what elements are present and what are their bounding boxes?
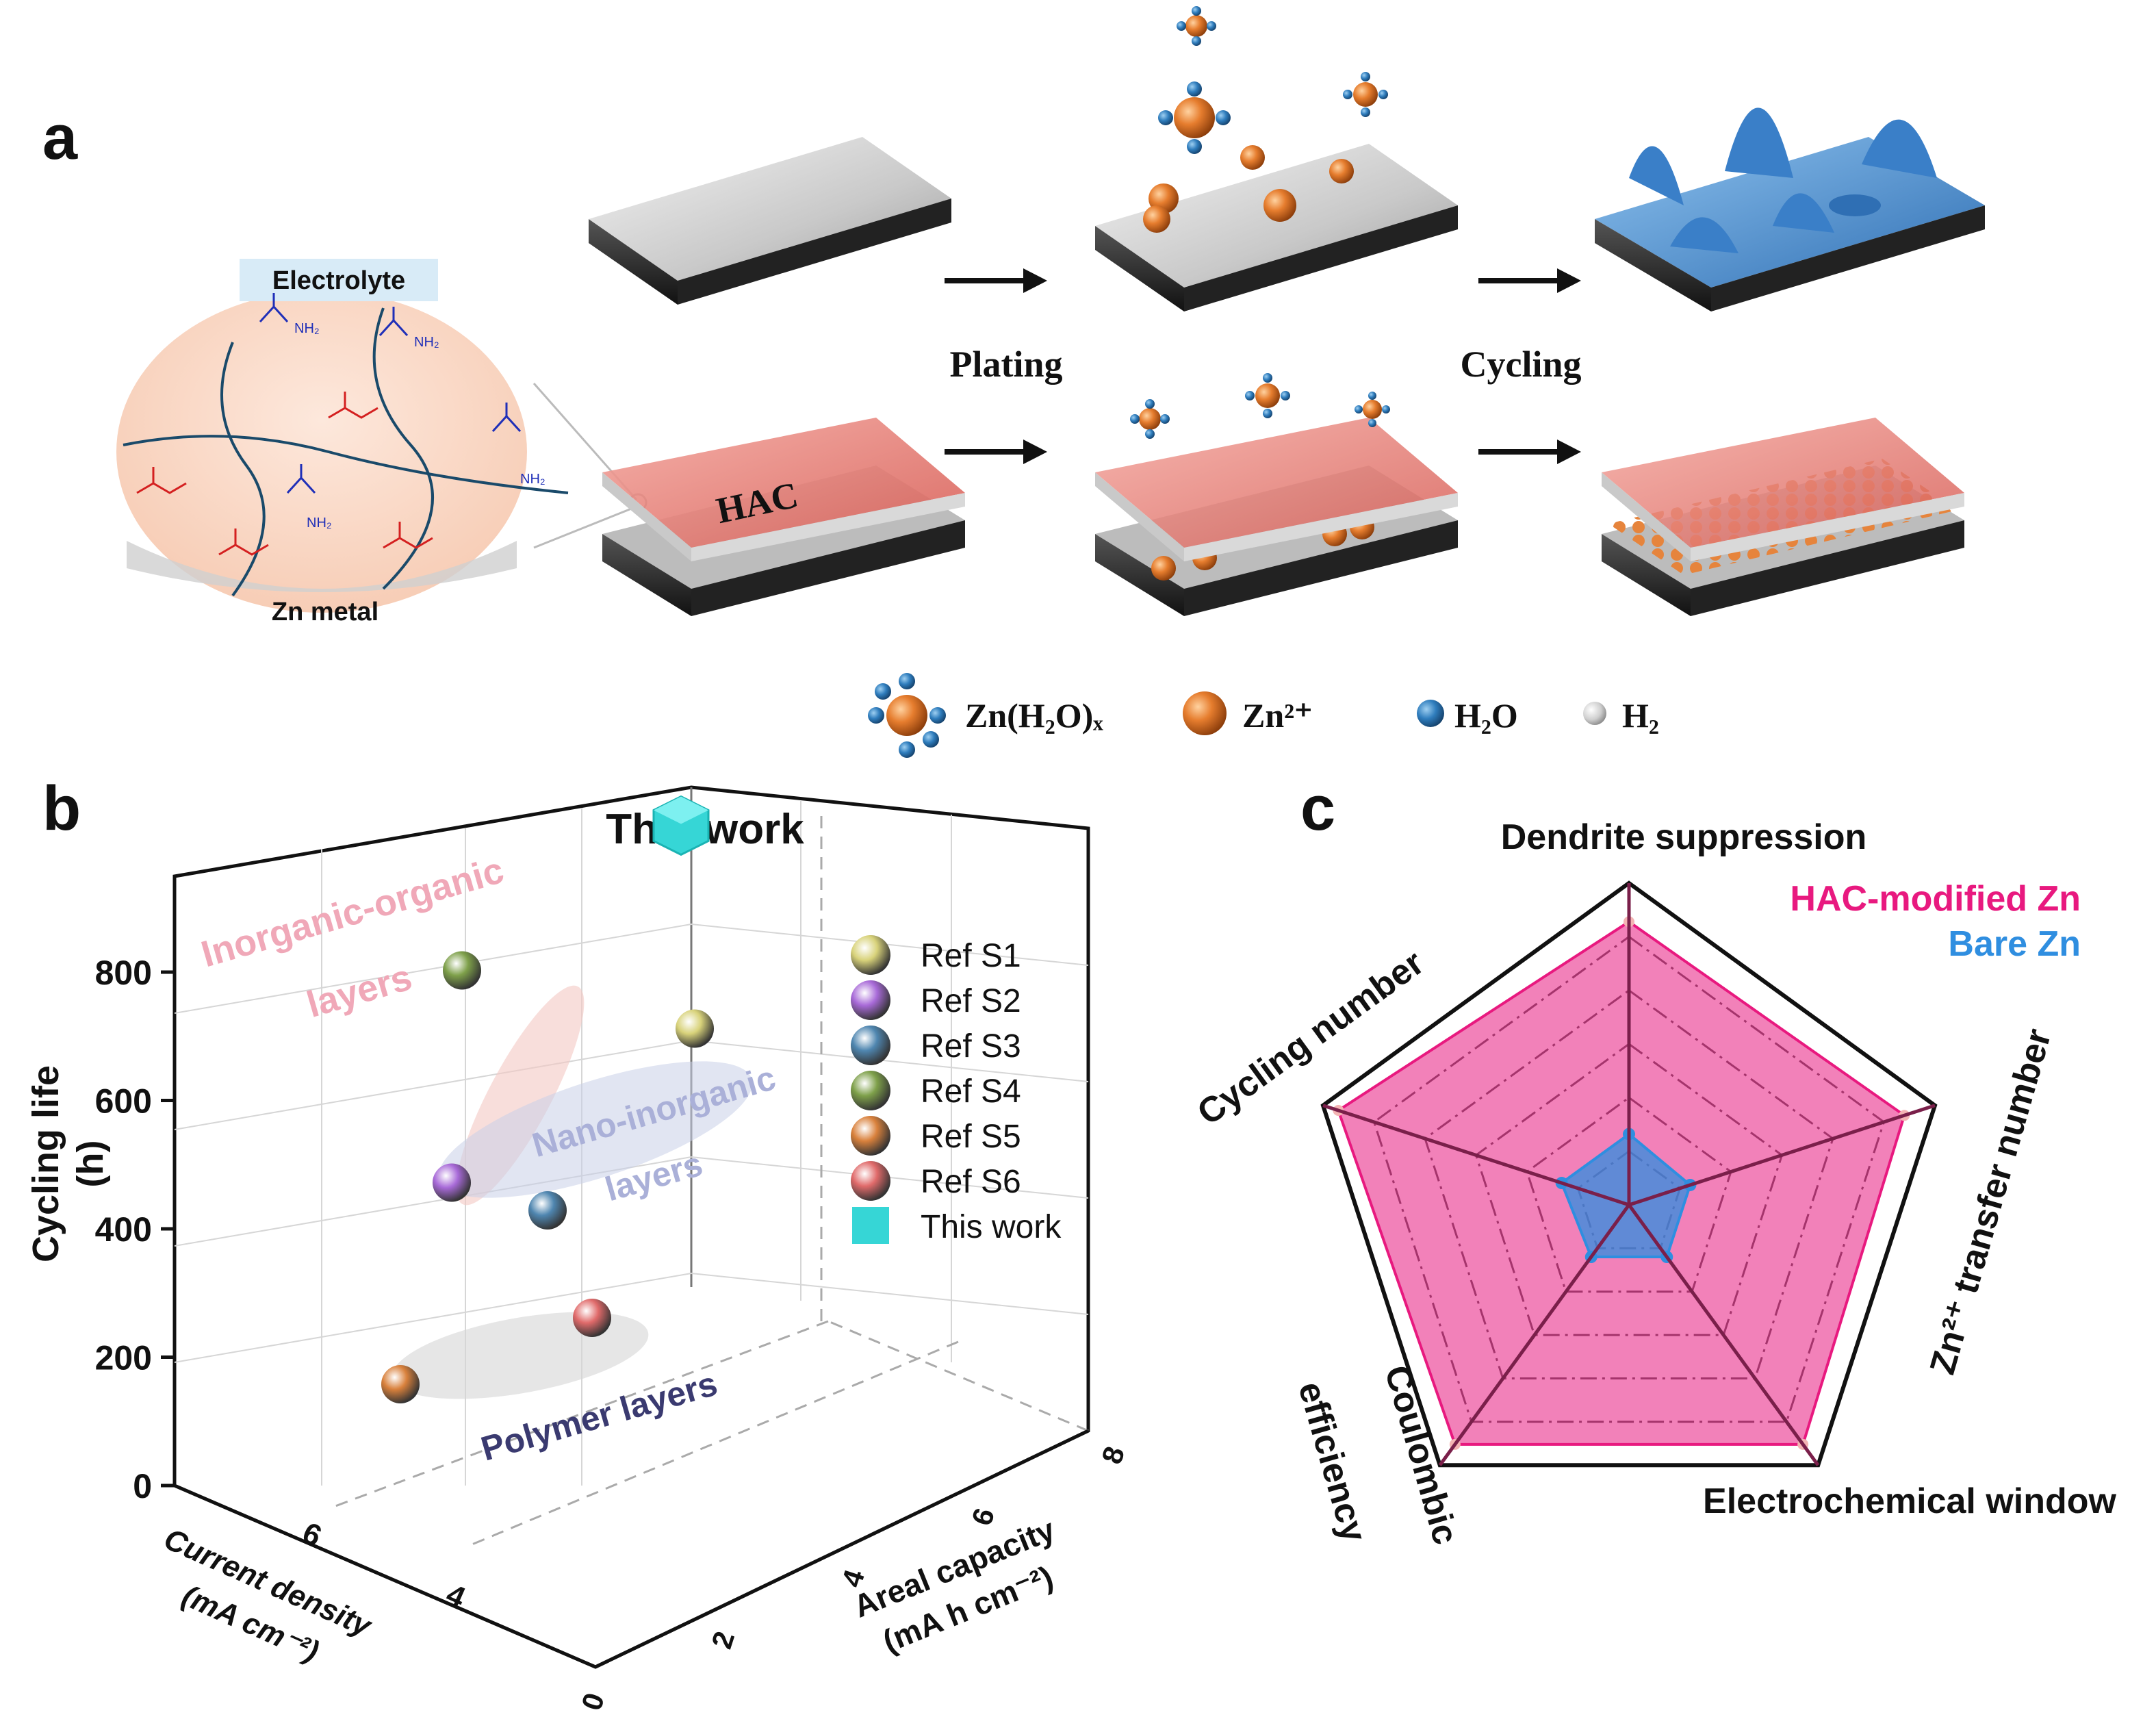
radar-area-bare <box>1560 1132 1692 1259</box>
zn2-ion-icon <box>1183 691 1227 735</box>
z-axis-label-line1: Cycling life <box>25 1065 66 1262</box>
zn-h2o-x-icon <box>886 695 927 736</box>
legend-entry: Ref S6 <box>921 1164 1021 1200</box>
x-axis: 46 Current density (mA cm⁻²) <box>159 1484 596 1668</box>
amide-label: NH₂ <box>414 335 439 350</box>
legend-entry: Ref S2 <box>921 983 1021 1019</box>
legend-hac-modified: HAC-modified Zn <box>1790 879 2081 919</box>
amide-label: NH₂ <box>520 472 546 487</box>
legend-swatch <box>851 1161 890 1201</box>
marker-ref-s4 <box>443 951 481 990</box>
y-tick-label: 2 <box>705 1627 741 1653</box>
polymer-backbone <box>123 435 569 494</box>
y-tick-label: 6 <box>965 1504 1001 1529</box>
amide-label: NH₂ <box>307 515 332 531</box>
amide-label: NH₂ <box>294 321 320 336</box>
marker-ref-s6 <box>573 1299 611 1337</box>
z-tick-label: 600 <box>95 1082 152 1121</box>
legend-entry: Ref S1 <box>921 938 1021 974</box>
marker-ref-s3 <box>528 1191 567 1230</box>
radar-spoke <box>1628 1104 1936 1207</box>
legend-swatch <box>851 1026 890 1065</box>
legend-zn2: Zn²⁺ <box>1242 696 1313 735</box>
marker-ref-s2 <box>433 1163 471 1202</box>
legend-entry: Ref S4 <box>921 1073 1021 1110</box>
legend-this-work-swatch <box>852 1207 889 1244</box>
legend-entry: This work <box>921 1209 1062 1245</box>
zoom-connector <box>533 505 637 549</box>
scatter-markers <box>381 795 714 1403</box>
hac-plate-1 <box>602 418 965 616</box>
legend-h2: H₂ <box>1622 696 1659 735</box>
polymer-chain <box>372 307 434 590</box>
z-axis: 0 200 400 600 800 Cycling life (h) <box>25 954 175 1505</box>
cycling-label: Cycling <box>1460 344 1581 385</box>
panel-c-letter: c <box>1300 774 1335 843</box>
z-tick-label: 0 <box>133 1467 152 1505</box>
polymer-structure-bubble: Electrolyte Zn metal NH₂ NH₂ NH₂ NH₂ <box>116 259 647 626</box>
legend-swatch <box>851 935 890 975</box>
radar-series <box>1322 883 1936 1466</box>
axis-label-transfer: Zn²⁺ transfer number <box>1923 1025 2059 1379</box>
zn-metal-label: Zn metal <box>272 598 378 626</box>
ester-groups <box>136 392 433 556</box>
this-work-marker-top <box>654 796 708 824</box>
radar-outer-ring <box>1320 880 1938 1468</box>
bare-zn-plate-1 <box>589 137 951 305</box>
scatter-legend: Ref S1 Ref S2 Ref S3 Ref S4 Ref S5 Ref S6 This… <box>851 935 1062 1245</box>
nano-inorganic-region <box>438 1061 753 1198</box>
water-icon <box>1417 700 1444 727</box>
panel-b-letter: b <box>42 774 81 843</box>
solvated-ions-bottom <box>1130 373 1390 439</box>
electrolyte-label: Electrolyte <box>272 266 405 295</box>
zn-metal-base <box>127 541 517 592</box>
hac-plate-3 <box>1602 418 1964 616</box>
radar-spoke <box>1627 1204 1820 1466</box>
legend-entry: Ref S3 <box>921 1028 1021 1065</box>
electrolyte-tag <box>240 259 438 301</box>
radar-spoke <box>1438 1204 1631 1466</box>
amide-groups <box>259 293 522 494</box>
legend-entry: Ref S5 <box>921 1119 1021 1155</box>
panel-a: a Electrolyte Zn metal NH₂ NH₂ NH₂ NH₂ <box>42 6 1985 758</box>
dendrite-plate <box>1595 107 1985 311</box>
legend-zn-h2o-x: Zn(H₂O)ₓ <box>965 696 1103 735</box>
panel-a-letter: a <box>42 103 78 173</box>
z-tick-label: 400 <box>95 1210 152 1249</box>
legend-swatch <box>851 980 890 1020</box>
z-tick-label: 800 <box>95 954 152 992</box>
y-tick-label: 0 <box>575 1689 611 1714</box>
plating-label: Plating <box>949 344 1062 385</box>
solvated-ions-top <box>1143 6 1388 233</box>
hac-plate-2 <box>1095 418 1458 616</box>
axis-label-window: Electrochemical window <box>1703 1481 2116 1521</box>
chart-floor-guides <box>335 815 1089 1549</box>
marker-ref-s5 <box>381 1365 420 1403</box>
hydrogen-icon <box>1583 702 1606 725</box>
legend-swatch <box>851 1116 890 1156</box>
species-legend: Zn(H₂O)ₓ Zn²⁺ H₂O H₂ <box>868 673 1659 758</box>
arrows <box>945 268 1581 464</box>
legend-bare-zn: Bare Zn <box>1948 924 2081 964</box>
radar-spoke <box>1322 1104 1630 1207</box>
legend-swatch <box>851 1071 890 1110</box>
marker-ref-s1 <box>676 1009 714 1048</box>
axis-label-coulombic-2: efficiency <box>1290 1377 1374 1546</box>
z-axis-label-line2: (h) <box>70 1141 111 1188</box>
inorganic-organic-label-2: layers <box>303 956 417 1026</box>
axis-label-dendrite: Dendrite suppression <box>1501 817 1867 857</box>
panel-c: c Dendrite suppression Zn²⁺ transfer num… <box>1190 774 2117 1549</box>
y-tick-label: 8 <box>1095 1442 1131 1468</box>
legend-h2o: H₂O <box>1454 696 1518 735</box>
panel-b: b Inorganic-organic layers Nano-in <box>25 774 1131 1714</box>
z-tick-label: 200 <box>95 1339 152 1377</box>
